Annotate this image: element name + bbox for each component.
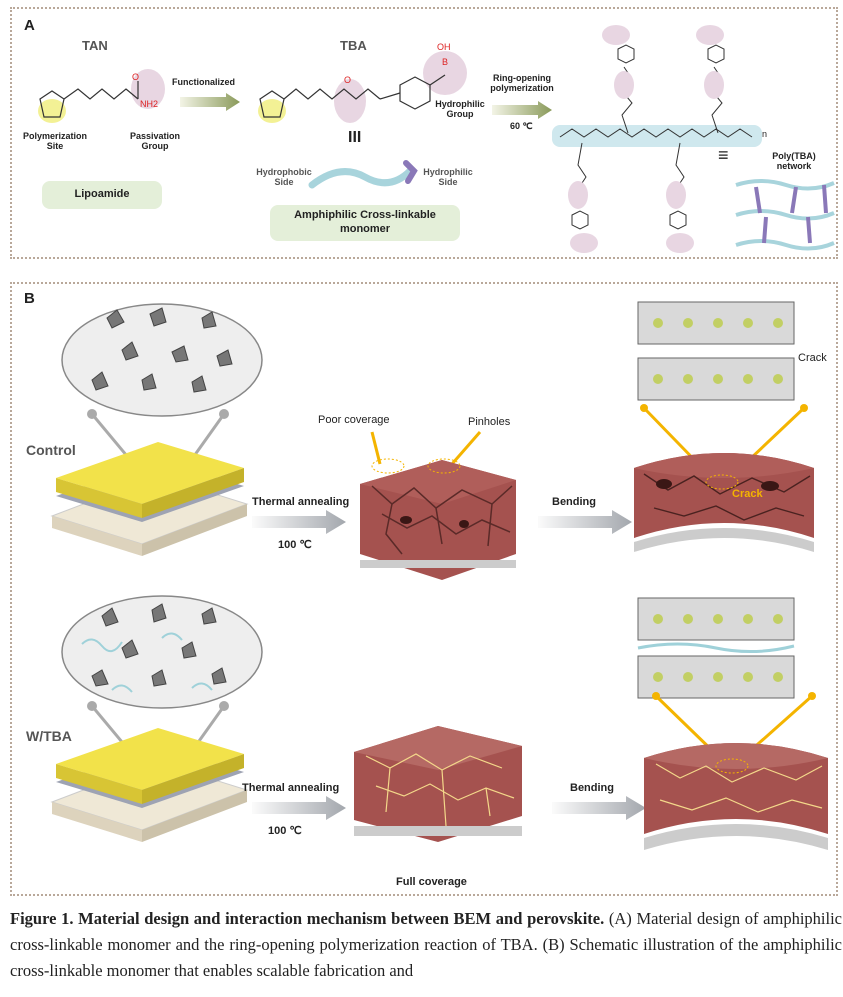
control-device-stack: [50, 442, 249, 556]
wtba-perovskite-lattice: [637, 597, 795, 699]
tba-oh: OH: [437, 42, 451, 52]
temp-100-label-1: 100 ℃: [278, 539, 312, 551]
tan-nh2: NH2: [140, 99, 159, 109]
figure-caption: Figure 1. Material design and interactio…: [10, 906, 842, 994]
hydrophilic-side-label: Hydrophilic Side: [423, 167, 473, 188]
tan-label: TAN: [82, 38, 108, 53]
control-perovskite-lattice: [637, 301, 795, 401]
control-bent-film: [634, 404, 814, 552]
control-zoom-bubble: [61, 303, 263, 481]
bending-label-2: Bending: [570, 782, 614, 794]
tba-o: O: [344, 75, 352, 85]
wtba-device-stack: [50, 728, 249, 842]
full-coverage-label: Full coverage: [396, 876, 467, 888]
hydrophobic-side-label: Hydrophobic Side: [256, 167, 312, 188]
monomer-box: Amphiphilic Cross-linkable monomer: [270, 205, 460, 241]
wtba-full-film: [354, 726, 522, 842]
equiv-symbol-2: ≡: [718, 145, 729, 165]
lipoamide-box: Lipoamide: [42, 181, 162, 209]
functionalized-label: Functionalized: [172, 77, 235, 87]
equiv-symbol: III: [348, 129, 362, 146]
poor-coverage-label: Poor coverage: [318, 414, 390, 426]
control-cracked-film: [360, 431, 516, 580]
thermal-arrow-2-icon: [252, 796, 346, 820]
hydrophilic-group-label: Hydrophilic Group: [435, 99, 485, 120]
tba-label: TBA: [340, 38, 367, 53]
n-subscript: n: [762, 129, 768, 139]
tba-b: B: [442, 57, 449, 67]
polymerization-site-label: Polymerization Site: [22, 131, 87, 152]
caption-body: (A) Material design of amphiphilic cross…: [10, 909, 842, 980]
caption-title: Figure 1. Material design and interactio…: [10, 909, 605, 928]
control-label: Control: [26, 442, 76, 458]
wtba-bent-film: [644, 692, 828, 850]
thermal-annealing-label-2: Thermal annealing: [242, 782, 340, 794]
crack-label-top: Crack: [798, 352, 827, 364]
network-label: Poly(TBA) network: [772, 151, 816, 172]
panel-a: A TAN TBA O NH2 Polymerization Site Pass…: [10, 7, 838, 259]
tan-o: O: [132, 72, 140, 82]
network-icon: [735, 179, 835, 251]
crack-label-inner: Crack: [732, 488, 763, 500]
panel-a-label: A: [24, 17, 35, 34]
temp-60-label: 60 ℃: [510, 121, 533, 131]
bending-arrow-2-icon: [552, 796, 646, 820]
amphiphilic-strand-icon: [308, 160, 418, 189]
thermal-arrow-1-icon: [252, 510, 346, 534]
passivation-group-label: Passivation Group: [129, 131, 181, 152]
bending-arrow-1-icon: [538, 510, 632, 534]
wtba-label: W/TBA: [26, 728, 72, 744]
poly-tba-structure: [552, 25, 762, 253]
tba-molecule: [258, 51, 467, 123]
bending-label-1: Bending: [552, 496, 596, 508]
ring-opening-label: Ring-opening polymerization: [490, 73, 554, 94]
panel-b-label: B: [24, 290, 35, 307]
pinholes-label: Pinholes: [468, 416, 511, 428]
functionalized-arrow-icon: [180, 93, 240, 111]
temp-100-label-2: 100 ℃: [268, 825, 302, 837]
tan-molecule: [38, 69, 165, 123]
wtba-zoom-bubble: [61, 595, 263, 773]
thermal-annealing-label-1: Thermal annealing: [252, 496, 350, 508]
ring-opening-arrow-icon: [492, 101, 552, 119]
panel-b: B Control Thermal annealing 100 ℃ Poor c…: [10, 282, 838, 896]
